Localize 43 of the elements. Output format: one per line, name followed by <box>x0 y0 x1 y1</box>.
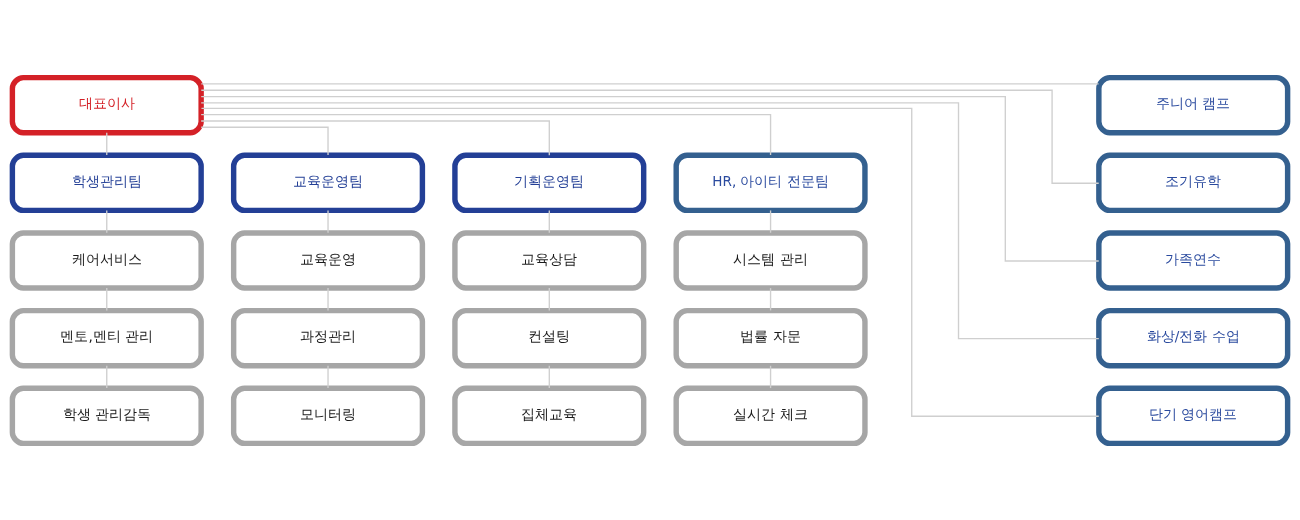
connector <box>200 107 1100 417</box>
node-box: 기획운영팀 <box>452 152 647 213</box>
node-box: 대표이사 <box>9 74 204 135</box>
node-box: 교육상담 <box>452 229 647 291</box>
connector <box>106 209 108 233</box>
connector <box>106 364 108 389</box>
connector <box>200 119 550 156</box>
node-box: 교육운영팀 <box>230 152 426 213</box>
connector <box>200 95 1100 262</box>
node-box: 화상/전화 수업 <box>1096 307 1291 368</box>
node-box: 법률 자문 <box>673 307 868 368</box>
connector <box>327 364 329 389</box>
node-box: 모니터링 <box>230 385 426 446</box>
connector <box>548 364 550 389</box>
connector <box>200 113 772 156</box>
node-box: 컨설팅 <box>452 307 647 368</box>
node-box: HR, 아이티 전문팀 <box>673 152 868 213</box>
connector <box>769 286 772 311</box>
node-box: 단기 영어캠프 <box>1096 385 1291 446</box>
connector <box>200 101 1100 339</box>
node-box: 멘토,멘티 관리 <box>9 307 204 368</box>
connector <box>327 286 329 311</box>
node-box: 학생 관리감독 <box>9 385 204 446</box>
node-box: 가족연수 <box>1096 229 1291 291</box>
connector <box>769 209 772 233</box>
connector <box>200 126 329 156</box>
node-box: 학생관리팀 <box>9 152 204 213</box>
connector <box>200 82 1100 85</box>
node-box: 교육운영 <box>230 229 426 291</box>
connector <box>106 131 108 156</box>
connector <box>548 209 550 233</box>
connector <box>106 286 108 311</box>
node-box: 주니어 캠프 <box>1096 74 1291 135</box>
node-box: 실시간 체크 <box>673 385 868 446</box>
node-box: 집체교육 <box>452 385 647 446</box>
node-box: 케어서비스 <box>9 229 204 291</box>
connector <box>769 364 772 389</box>
node-box: 과정관리 <box>230 307 426 368</box>
connector <box>548 286 550 311</box>
node-box: 조기유학 <box>1096 152 1291 213</box>
connector <box>327 209 329 233</box>
connector <box>200 89 1100 184</box>
node-box: 시스템 관리 <box>673 229 868 291</box>
